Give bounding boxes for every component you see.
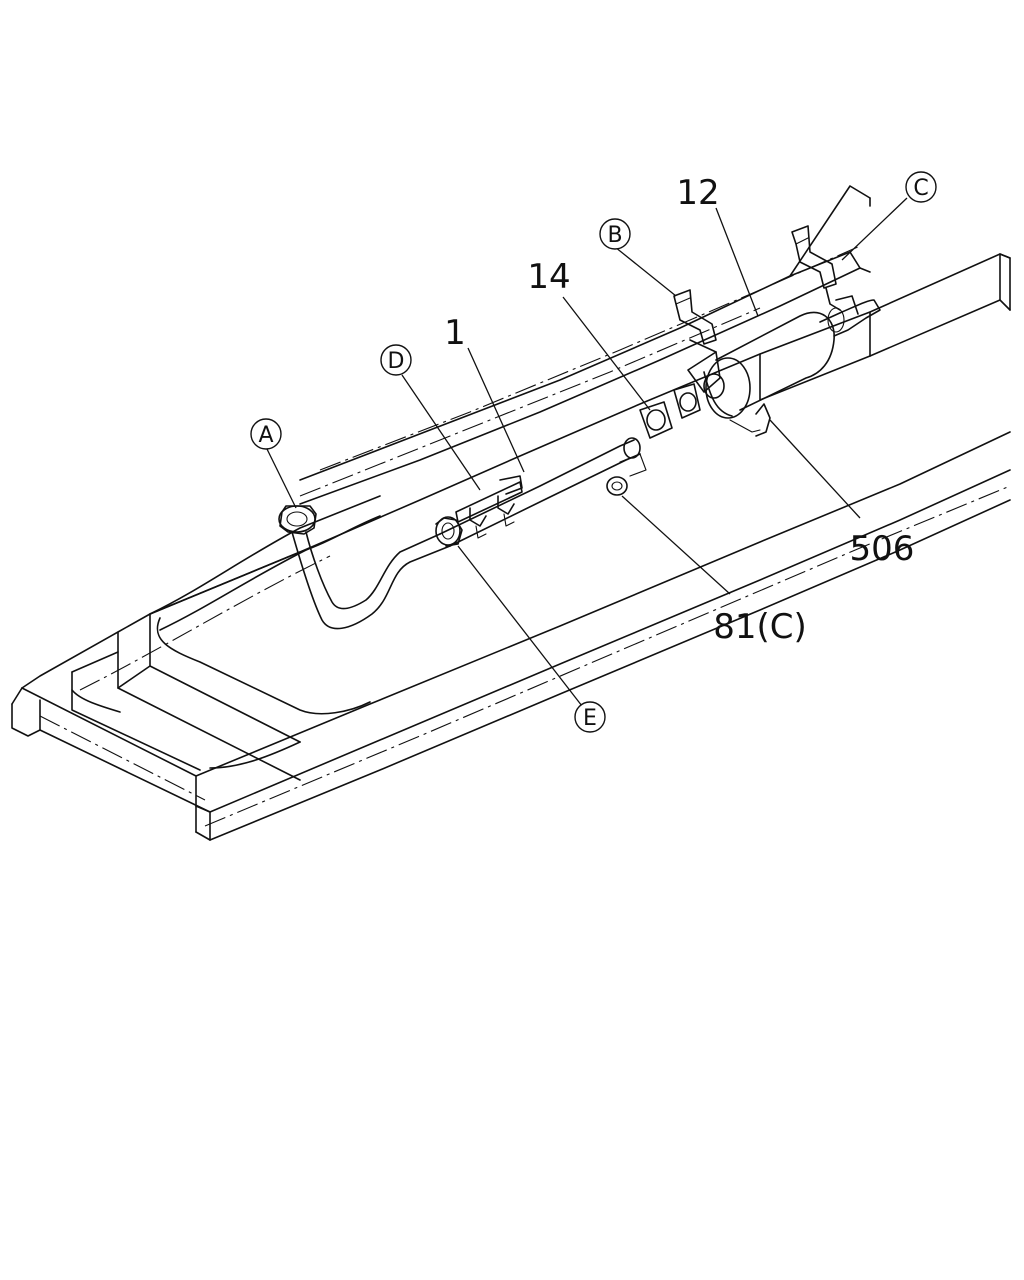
front-exhaust-pipe [278,505,451,630]
flange-gasket [619,383,701,477]
chassis-frame [11,185,1011,841]
callout-ref-c-label: C [913,176,928,201]
leader-lines [265,197,908,707]
intermediate-exhaust-pipe [435,437,641,547]
callout-ref-b: B [599,218,631,250]
callout-part-14: 14 [527,257,570,297]
callout-ref-c: C [905,171,937,203]
nut-81c [606,476,628,496]
callout-part-506: 506 [850,529,915,569]
callout-ref-b-label: B [607,223,622,248]
callout-ref-e: E [574,701,606,733]
muffler [673,225,881,437]
callout-ref-d: D [380,344,412,376]
callout-part-1: 1 [444,313,466,353]
callout-ref-a-label: A [258,423,273,448]
callout-part-81c: 81(C) [713,607,807,647]
callout-ref-a: A [250,418,282,450]
callout-ref-e-label: E [583,706,597,731]
callout-part-12: 12 [676,173,719,213]
callout-ref-d-label: D [388,349,405,374]
